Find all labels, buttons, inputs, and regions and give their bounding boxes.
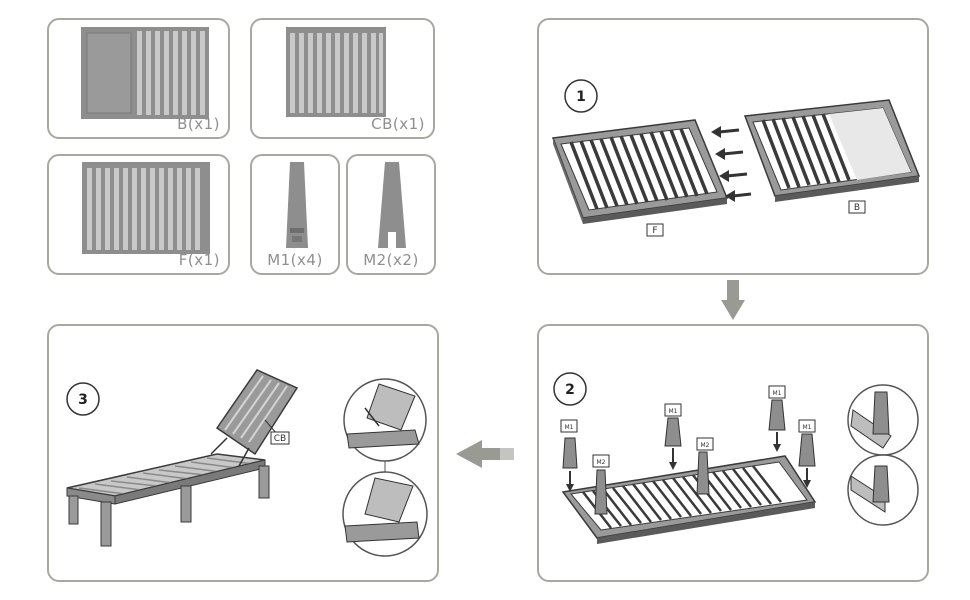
frame-b — [743, 99, 921, 202]
step-2-detail-bottom — [847, 454, 919, 526]
part-f-image — [82, 162, 210, 254]
svg-text:M1: M1 — [803, 424, 812, 431]
step-3-detail-top — [343, 378, 427, 462]
part-m1-image — [286, 162, 308, 248]
assembled-frame — [561, 455, 817, 544]
part-m2-image — [378, 162, 406, 248]
leg-m1-a: M1 — [560, 419, 578, 492]
leg-m2-b: M2 — [696, 437, 714, 495]
tag-b — [848, 200, 866, 214]
tag-cb-text: CB — [274, 434, 286, 444]
tag-cb — [270, 431, 290, 445]
step-3-detail-bottom — [342, 471, 428, 557]
legs: M1 M2 M1 M2 M1 M1 — [560, 385, 816, 515]
step-3-diagram: 3 — [66, 369, 428, 557]
part-panel-cb: CB(x1) — [250, 18, 435, 139]
leg-m1-d: M1 — [798, 419, 816, 488]
step-3-panel: 3 — [47, 324, 439, 582]
tag-f-text: F — [652, 226, 657, 236]
step-2-diagram: 2 M1 M2 M1 — [553, 372, 919, 544]
step-1-panel: 1 F — [537, 18, 929, 275]
step-3-circle — [66, 382, 100, 416]
leg-m2-a: M1 — [664, 403, 682, 470]
frame-f — [551, 119, 729, 224]
step-1-diagram: 1 F — [551, 79, 921, 237]
leg-m1-b: M2 — [592, 454, 610, 515]
step-2-detail-top — [847, 384, 919, 456]
part-cb-image — [286, 27, 386, 117]
part-m2-label: M2(x2) — [363, 251, 419, 269]
part-cb-label: CB(x1) — [371, 115, 425, 133]
leg-m1-c: M1 — [768, 385, 786, 452]
part-panel-b: B(x1) — [47, 18, 230, 139]
insert-arrows — [711, 126, 752, 202]
left-arrow — [456, 440, 514, 468]
svg-text:M1: M1 — [565, 424, 574, 431]
step-1-circle — [564, 79, 598, 113]
down-arrow — [721, 280, 745, 320]
tag-f — [646, 223, 664, 237]
part-panel-m1: M1(x4) — [250, 154, 340, 275]
svg-text:M1: M1 — [669, 408, 678, 415]
part-b-label: B(x1) — [177, 115, 220, 133]
lounger — [66, 369, 299, 547]
step-3-number: 3 — [78, 392, 88, 408]
tag-b-text: B — [854, 203, 860, 213]
step-2-panel: 2 M1 M2 M1 — [537, 324, 929, 582]
svg-text:M1: M1 — [773, 390, 782, 397]
part-b-image — [81, 27, 209, 119]
part-panel-m2: M2(x2) — [346, 154, 436, 275]
svg-text:M2: M2 — [597, 459, 606, 466]
part-panel-f: F(x1) — [47, 154, 230, 275]
svg-text:M2: M2 — [701, 442, 710, 449]
step-1-number: 1 — [576, 89, 586, 105]
step-2-number: 2 — [565, 382, 575, 398]
step-2-circle — [553, 372, 587, 406]
part-m1-label: M1(x4) — [267, 251, 323, 269]
part-f-label: F(x1) — [178, 251, 220, 269]
